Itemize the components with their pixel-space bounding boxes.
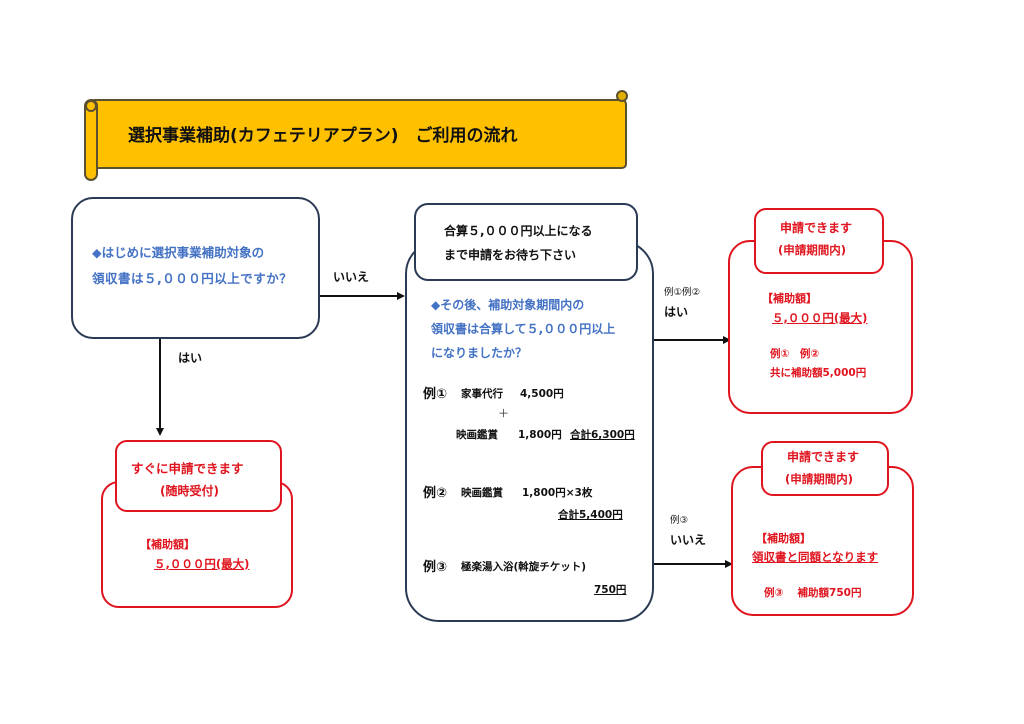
apply-yes-amount-value: ５,０００円(最大) xyxy=(772,311,868,325)
apply-yes-header-box xyxy=(754,208,884,274)
mid-yes-examples: 例①例② xyxy=(664,287,701,298)
no-arrow-head xyxy=(397,292,405,300)
immediate-header-line1: すぐに申請できます xyxy=(131,461,244,476)
title-banner xyxy=(84,90,628,181)
banner-left-curl xyxy=(85,100,97,112)
no-arrow-line xyxy=(320,295,398,297)
start-yes-label: はい xyxy=(178,351,203,365)
example3-label: 例③ xyxy=(423,560,448,575)
immediate-header-box xyxy=(115,440,282,512)
mid-no-arrow-head xyxy=(725,560,733,568)
wait-header-box xyxy=(414,203,638,281)
wait-question-line2: 領収書は合算して５,０００円以上 xyxy=(431,322,616,336)
example1-total: 合計6,300円 xyxy=(570,429,635,441)
example1-item2: 映画鑑賞 xyxy=(456,429,498,441)
apply-no-amount-label: 【補助額】 xyxy=(756,532,811,545)
mid-yes-label: はい xyxy=(664,305,689,319)
start-question-line2: 領収書は５,０００円以上ですか？ xyxy=(92,271,293,286)
example2-total: 合計5,400円 xyxy=(558,509,623,521)
immediate-header-line2: (随時受付) xyxy=(160,484,219,498)
immediate-amount-value: ５,０００円(最大) xyxy=(154,557,250,571)
example1-label: 例① xyxy=(423,387,448,402)
apply-no-header-box xyxy=(761,441,889,496)
start-question-line1: ◆はじめに選択事業補助対象の xyxy=(92,245,265,260)
apply-yes-note-line1: 例① 例② xyxy=(770,348,820,360)
banner-right-curl xyxy=(616,90,628,102)
page-title: 選択事業補助(カフェテリアプラン) ご利用の流れ xyxy=(128,126,518,146)
example1-price1: 4,500円 xyxy=(520,388,564,400)
example2-label: 例② xyxy=(423,486,448,501)
start-no-label: いいえ xyxy=(333,270,370,284)
wait-header-line2: まで申請をお待ち下さい xyxy=(444,248,577,262)
apply-no-amount-value: 領収書と同額となります xyxy=(752,550,879,564)
wait-header-line1: 合算５,０００円以上になる xyxy=(444,224,593,238)
wait-main-box xyxy=(405,240,654,622)
mid-no-label: いいえ xyxy=(670,533,707,547)
wait-question-line3: になりましたか？ xyxy=(431,346,528,360)
example2-price: 1,800円×3枚 xyxy=(522,487,593,499)
wait-question-line1: ◆その後、補助対象期間内の xyxy=(431,298,585,312)
apply-yes-header-line2: (申請期間内) xyxy=(778,243,847,257)
start-question-box xyxy=(71,197,320,339)
immediate-amount-label: 【補助額】 xyxy=(140,538,195,551)
mid-no-examples: 例③ xyxy=(670,515,689,526)
apply-yes-note-line2: 共に補助額5,000円 xyxy=(770,367,867,379)
yes-arrow-line xyxy=(159,339,161,429)
mid-yes-arrow-line xyxy=(654,339,724,341)
example1-item1: 家事代行 xyxy=(461,388,503,400)
mid-no-arrow-line xyxy=(654,563,726,565)
example1-plus: ＋ xyxy=(498,407,509,420)
apply-yes-header-line1: 申請できます xyxy=(780,221,853,235)
apply-no-header-line1: 申請できます xyxy=(787,450,860,464)
mid-yes-arrow-head xyxy=(723,336,731,344)
example2-item: 映画鑑賞 xyxy=(461,487,503,499)
example3-item: 極楽湯入浴(斡旋チケット) xyxy=(461,561,587,573)
apply-no-header-line2: (申請期間内) xyxy=(785,472,854,486)
example1-price2: 1,800円 xyxy=(518,429,562,441)
example3-total: 750円 xyxy=(594,584,627,596)
apply-yes-amount-label: 【補助額】 xyxy=(762,292,817,305)
apply-no-note-line1: 例③ 補助額750円 xyxy=(764,587,862,599)
yes-arrow-head xyxy=(156,428,164,436)
